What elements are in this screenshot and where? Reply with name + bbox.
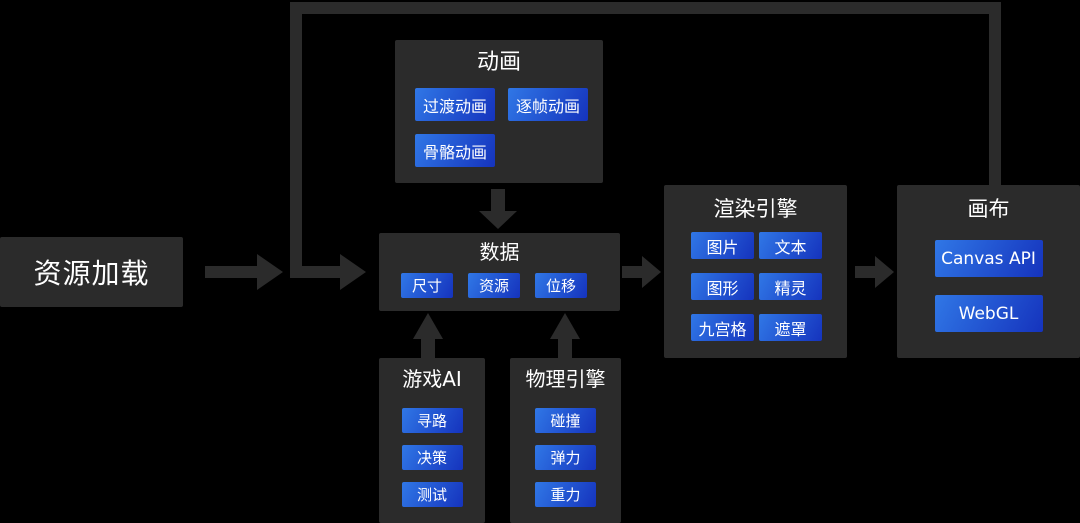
render-engine-node: 渲染引擎 图片 文本 图形 精灵 九宫格 遮罩 [664,185,847,358]
chip-graphics: 图形 [691,273,754,301]
physics-engine-title: 物理引擎 [525,367,606,391]
chip-mask: 遮罩 [759,314,822,342]
arrow-animation-to-data-head-icon [479,211,517,229]
arrow-data-to-render-head-icon [642,256,661,288]
arrow-render-to-canvas-head-icon [875,256,894,288]
physics-engine-node: 物理引擎 碰撞 弹力 重力 [510,358,621,523]
game-ai-title: 游戏AI [402,367,462,391]
chip-transition-animation: 过渡动画 [415,88,495,122]
arrow-data-to-render-shaft [622,266,642,278]
arrow-resource-shaft [205,266,257,278]
animation-node: 动画 过渡动画 逐帧动画 骨骼动画 [395,40,603,183]
data-chip-list: 尺寸 资源 位移 [401,273,620,298]
chip-size: 尺寸 [401,273,453,298]
chip-collision: 碰撞 [535,408,596,433]
render-engine-chip-grid: 图片 文本 图形 精灵 九宫格 遮罩 [691,232,847,342]
chip-sprite: 精灵 [759,273,822,301]
chip-canvas-api: Canvas API [934,240,1043,278]
chip-frame-animation: 逐帧动画 [508,88,588,122]
canvas-node: 画布 Canvas API WebGL [897,185,1080,358]
animation-title: 动画 [476,50,521,75]
arrow-physics-to-data-shaft [558,338,572,358]
chip-image: 图片 [691,232,754,260]
game-ai-node: 游戏AI 寻路 决策 测试 [379,358,485,523]
loop-line-left [290,2,302,278]
chip-text: 文本 [759,232,822,260]
canvas-chip-list: Canvas API WebGL [897,240,1080,333]
game-ai-chip-list: 寻路 决策 测试 [379,408,485,507]
resource-loading-node: 资源加载 [0,237,183,307]
chip-nine-patch: 九宫格 [691,314,754,342]
arrow-physics-to-data-head-icon [550,313,580,339]
chip-skeletal-animation: 骨骼动画 [415,134,495,168]
chip-webgl: WebGL [934,295,1043,333]
loop-arrowhead-to-data-icon [340,254,366,290]
chip-pathfinding: 寻路 [401,408,463,433]
animation-chip-list: 过渡动画 逐帧动画 骨骼动画 [415,88,591,168]
loop-line-elbow [290,266,340,278]
canvas-title: 画布 [967,197,1010,221]
data-node: 数据 尺寸 资源 位移 [379,233,620,311]
arrow-render-to-canvas-shaft [855,266,875,278]
chip-test: 测试 [401,482,463,507]
resource-loading-title: 资源加载 [33,257,150,290]
arrow-animation-to-data-shaft [491,189,505,212]
chip-resource: 资源 [468,273,520,298]
arrow-gameai-to-data-shaft [421,338,435,358]
loop-line-right [989,2,1001,186]
chip-elasticity: 弹力 [535,445,596,470]
arrow-resource-head-icon [257,254,283,290]
chip-decision: 决策 [401,445,463,470]
loop-line-top [290,2,1001,14]
chip-gravity: 重力 [535,482,596,507]
physics-engine-chip-list: 碰撞 弹力 重力 [510,408,621,507]
arrow-gameai-to-data-head-icon [413,313,443,339]
data-title: 数据 [479,240,520,264]
render-engine-title: 渲染引擎 [713,197,798,221]
chip-displacement: 位移 [535,273,587,298]
